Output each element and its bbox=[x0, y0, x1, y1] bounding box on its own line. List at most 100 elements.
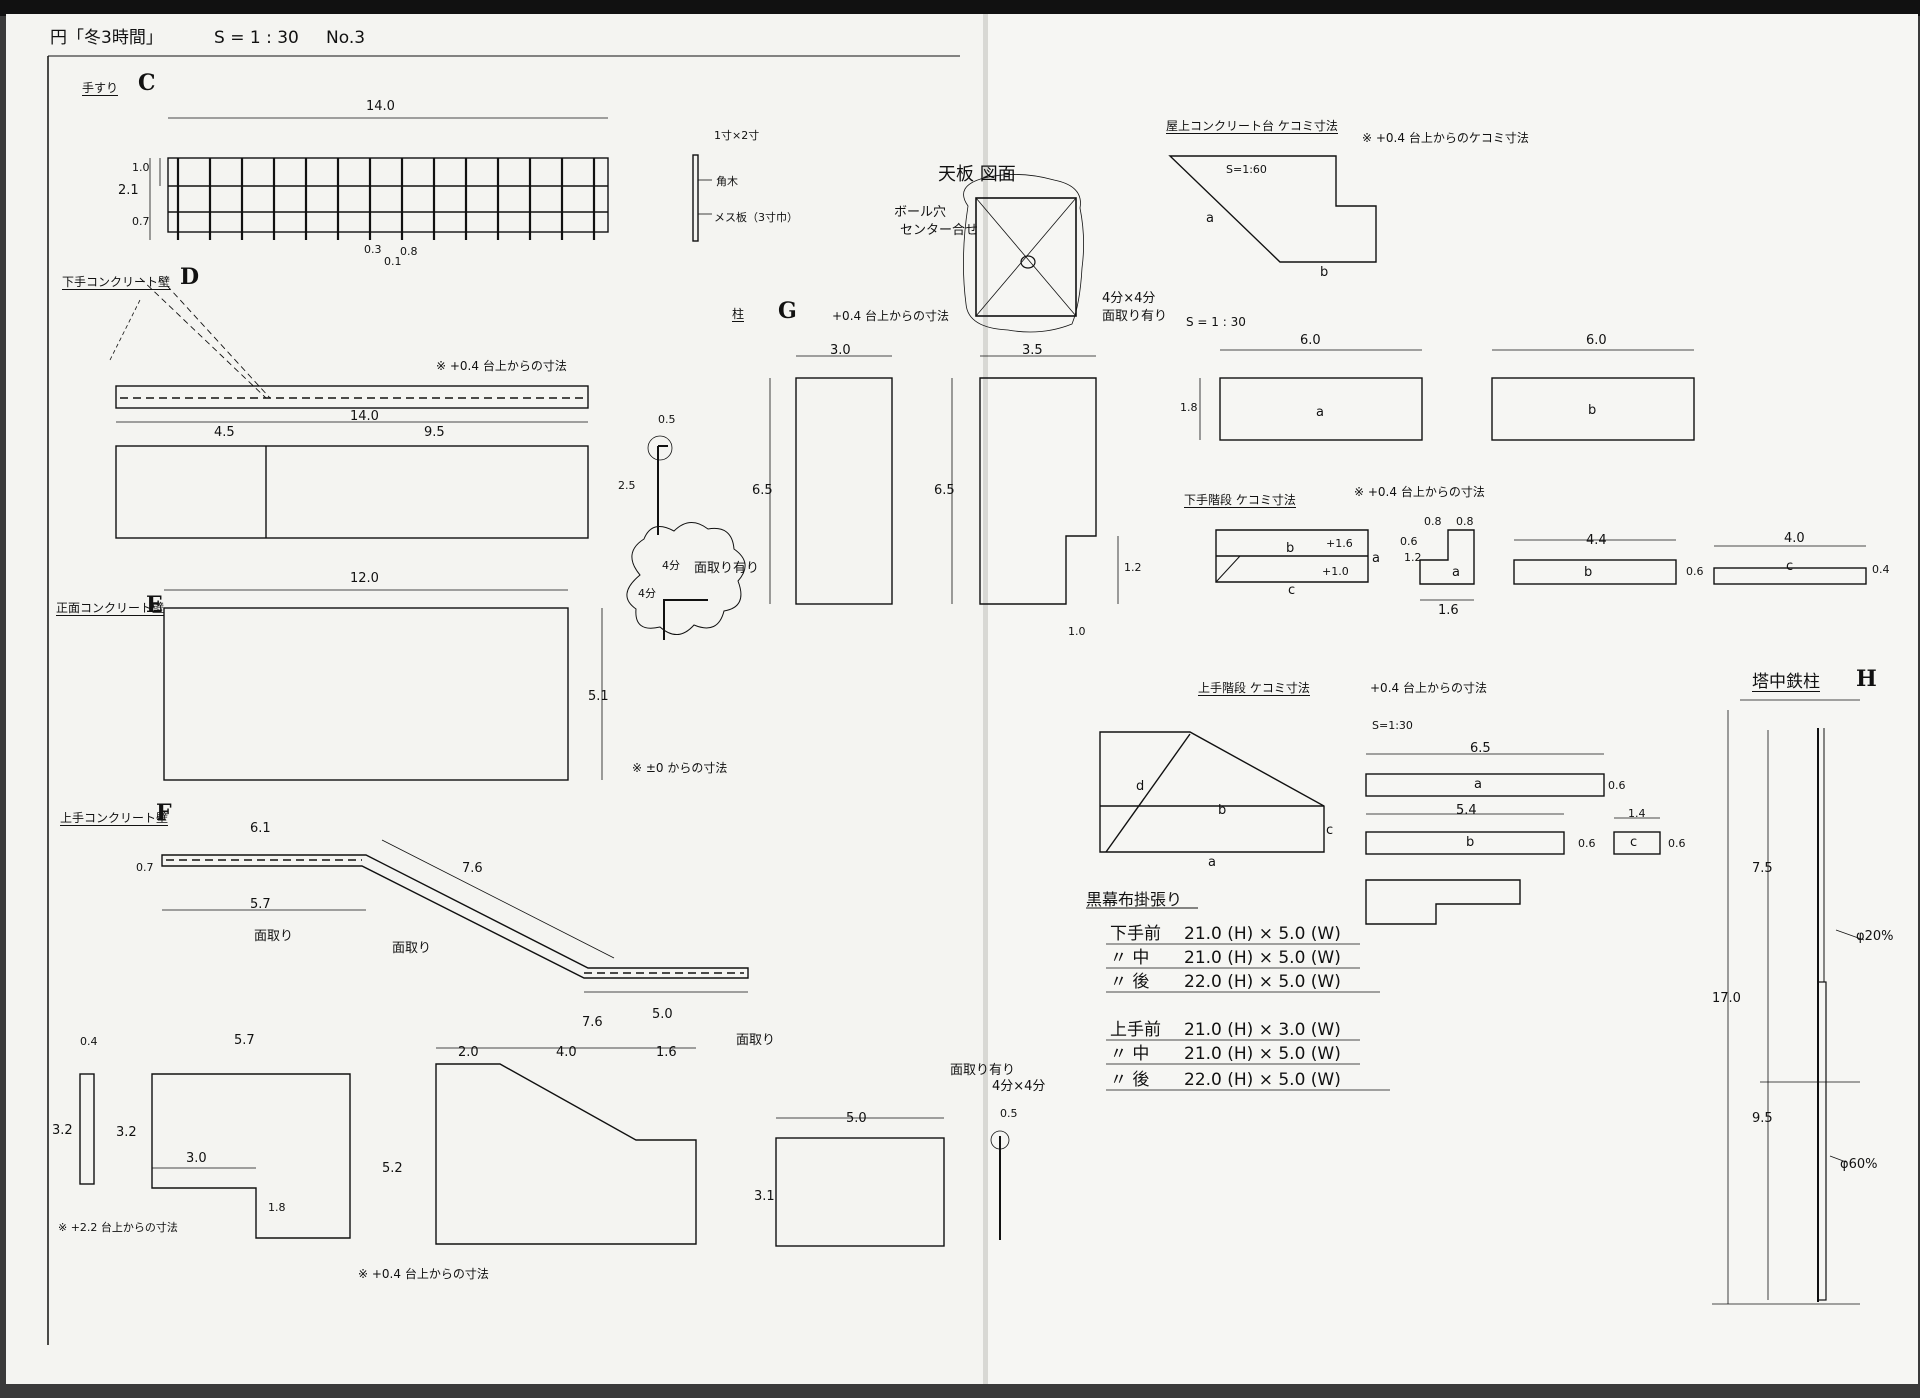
scan-top-edge bbox=[0, 0, 1920, 16]
roof-label: 屋上コンクリート台 ケコミ寸法 bbox=[1166, 119, 1338, 134]
ls-dim-a-h: 1.2 bbox=[1404, 551, 1422, 564]
ls-dim-b-h: 0.6 bbox=[1686, 565, 1704, 578]
h-pipe-lower: φ60% bbox=[1840, 1157, 1878, 1172]
fl-dim-d: 1.8 bbox=[268, 1201, 286, 1214]
top-board-chamfer: 4分×4分 bbox=[1102, 291, 1156, 306]
c-dim-height: 2.1 bbox=[118, 183, 139, 198]
fl-dim-a-h: 3.2 bbox=[52, 1123, 73, 1138]
roof-dim-h: 1.8 bbox=[1180, 401, 1198, 414]
d-dim-left: 4.5 bbox=[214, 425, 235, 440]
fl-dim-g: 0.5 bbox=[1000, 1107, 1018, 1120]
backdrop-title: 黒幕布掛張り bbox=[1086, 890, 1183, 909]
roof-b: b bbox=[1320, 265, 1329, 280]
f-chamfer-1: 面取り bbox=[254, 929, 294, 944]
f-dim-bottom1: 7.6 bbox=[582, 1015, 603, 1030]
upper-steps-scale: S=1:30 bbox=[1372, 719, 1413, 732]
g-dim-notch-w: 1.0 bbox=[1068, 625, 1086, 638]
section-d-letter: D bbox=[180, 264, 200, 290]
g-dim-w2: 3.5 bbox=[1022, 343, 1043, 358]
top-board-center: センター合せ bbox=[900, 223, 979, 238]
backdrop-row-2-value: 21.0 (H) × 5.0 (W) bbox=[1184, 948, 1341, 968]
ls-dim-c: 4.0 bbox=[1784, 531, 1805, 546]
fl-dim-b: 5.7 bbox=[234, 1033, 255, 1048]
top-board-title: 天板 図面 bbox=[938, 164, 1016, 185]
backdrop-row-5-side: 〃 中 bbox=[1110, 1044, 1150, 1064]
g-dim-h1: 6.5 bbox=[752, 483, 773, 498]
fl-chamfer-note: 面取り有り bbox=[950, 1063, 1016, 1078]
fl-dim-e3: 1.6 bbox=[656, 1045, 677, 1060]
f-chamfer-3: 面取り bbox=[736, 1033, 776, 1048]
us-tri-b: b bbox=[1218, 803, 1227, 818]
us-dim-a-h: 0.6 bbox=[1608, 779, 1626, 792]
d-chamfer-note: 面取り有り bbox=[694, 561, 760, 576]
section-f-letter: F bbox=[156, 800, 172, 826]
backdrop-row-5-value: 21.0 (H) × 5.0 (W) bbox=[1184, 1044, 1341, 1064]
page-spine bbox=[983, 14, 988, 1384]
us-block-b: b bbox=[1466, 835, 1475, 850]
us-dim-b: 5.4 bbox=[1456, 803, 1477, 818]
d-dim-right: 9.5 bbox=[424, 425, 445, 440]
h-pipe-upper: φ20% bbox=[1856, 929, 1894, 944]
fl-dim-f: 5.0 bbox=[846, 1111, 867, 1126]
c-dim-top: 1.0 bbox=[132, 161, 150, 174]
lower-steps-a: a bbox=[1372, 551, 1380, 566]
d-dim-small: 0.5 bbox=[658, 413, 676, 426]
c-dim-length: 14.0 bbox=[366, 99, 395, 114]
section-c-letter: C bbox=[138, 70, 156, 96]
section-h-letter: H bbox=[1856, 666, 1877, 692]
roof-dim-b: 6.0 bbox=[1586, 333, 1607, 348]
backdrop-row-6-side: 〃 後 bbox=[1110, 1070, 1150, 1090]
c-detail-top: 1寸×2寸 bbox=[714, 129, 760, 142]
roof-a: a bbox=[1206, 211, 1214, 226]
g-dim-w1: 3.0 bbox=[830, 343, 851, 358]
upper-steps-label: 上手階段 ケコミ寸法 bbox=[1198, 681, 1310, 696]
us-block-a: a bbox=[1474, 777, 1482, 792]
us-tri-c: c bbox=[1326, 823, 1334, 838]
lower-steps-step2: +1.0 bbox=[1322, 565, 1349, 578]
fl-dim-e-h: 5.2 bbox=[382, 1161, 403, 1176]
roof-dim-a: 6.0 bbox=[1300, 333, 1321, 348]
backdrop-row-6-value: 22.0 (H) × 5.0 (W) bbox=[1184, 1070, 1341, 1090]
fl-dim-c: 3.0 bbox=[186, 1151, 207, 1166]
us-dim-b-h: 0.6 bbox=[1578, 837, 1596, 850]
us-block-c: c bbox=[1630, 835, 1638, 850]
lower-steps-step1: +1.6 bbox=[1326, 537, 1353, 550]
c-detail-bottom: メス板（3寸巾） bbox=[714, 211, 798, 224]
f-chamfer-2: 面取り bbox=[392, 941, 432, 956]
c-dim-gap1: 0.1 bbox=[384, 255, 402, 268]
ls-block-c: c bbox=[1786, 559, 1794, 574]
ls-dim-c-h: 0.4 bbox=[1872, 563, 1890, 576]
left-page bbox=[6, 14, 986, 1384]
sheet-title: 円「冬3時間」 bbox=[50, 28, 163, 48]
section-e-letter: E bbox=[146, 592, 163, 618]
roof-block-a: a bbox=[1316, 405, 1324, 420]
ls-dim-a-s: 0.6 bbox=[1400, 535, 1418, 548]
fl-dim-b-h: 3.2 bbox=[116, 1125, 137, 1140]
c-dim-bottom: 0.7 bbox=[132, 215, 150, 228]
d-note: ※ +0.4 台上からの寸法 bbox=[436, 359, 567, 373]
backdrop-row-1-value: 21.0 (H) × 5.0 (W) bbox=[1184, 924, 1341, 944]
fl-note-1: ※ +2.2 台上からの寸法 bbox=[58, 1221, 178, 1234]
section-e-label: 正面コンクリート壁 bbox=[56, 601, 165, 616]
fl-dim-e1: 2.0 bbox=[458, 1045, 479, 1060]
e-dim-length: 12.0 bbox=[350, 571, 379, 586]
ls-dim-a2: 0.8 bbox=[1456, 515, 1474, 528]
section-g-letter: G bbox=[778, 298, 797, 324]
lower-steps-note: ※ +0.4 台上からの寸法 bbox=[1354, 485, 1485, 499]
fl-dim-a: 0.4 bbox=[80, 1035, 98, 1048]
upper-steps-note: +0.4 台上からの寸法 bbox=[1370, 681, 1487, 695]
fl-chamfer-size: 4分×4分 bbox=[992, 1079, 1046, 1094]
right-page bbox=[986, 14, 1918, 1384]
c-dim-post: 0.3 bbox=[364, 243, 382, 256]
e-dim-height: 5.1 bbox=[588, 689, 609, 704]
lower-steps-b: b bbox=[1286, 541, 1295, 556]
section-f-label: 上手コンクリート壁 bbox=[60, 811, 169, 826]
roof-note: ※ +0.4 台上からのケコミ寸法 bbox=[1362, 131, 1529, 145]
d-chamfer: 4分 bbox=[662, 559, 680, 572]
top-board-chamfer-note: 面取り有り bbox=[1102, 309, 1168, 324]
h-dim-lower: 9.5 bbox=[1752, 1111, 1773, 1126]
sheet-scale: S = 1 : 30 bbox=[214, 28, 299, 48]
top-board-hole: ボール穴 bbox=[894, 205, 947, 220]
roof-scale2: S = 1 : 30 bbox=[1186, 315, 1246, 329]
